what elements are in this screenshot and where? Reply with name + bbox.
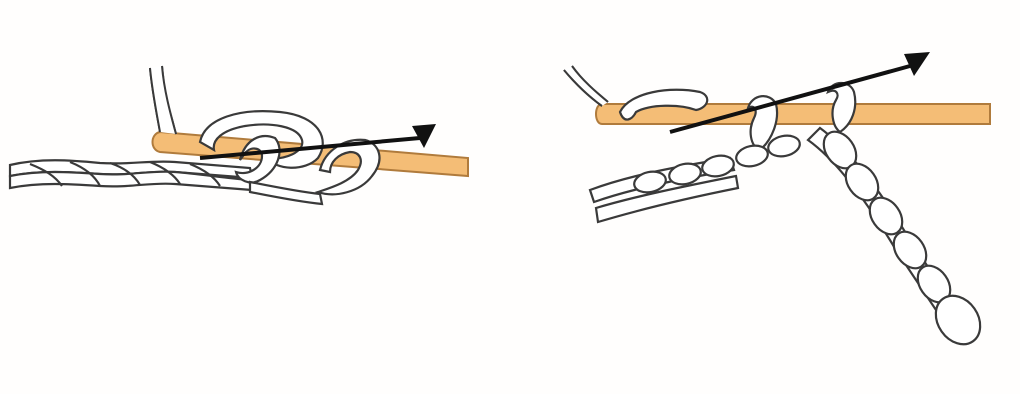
right-step-svg [540, 0, 1020, 394]
foundation-chain [10, 160, 252, 190]
right-step-illustration [540, 0, 1020, 394]
left-step-illustration [0, 0, 490, 394]
left-step-svg [0, 0, 490, 394]
chain-left [590, 133, 802, 222]
chain-down [808, 126, 989, 353]
